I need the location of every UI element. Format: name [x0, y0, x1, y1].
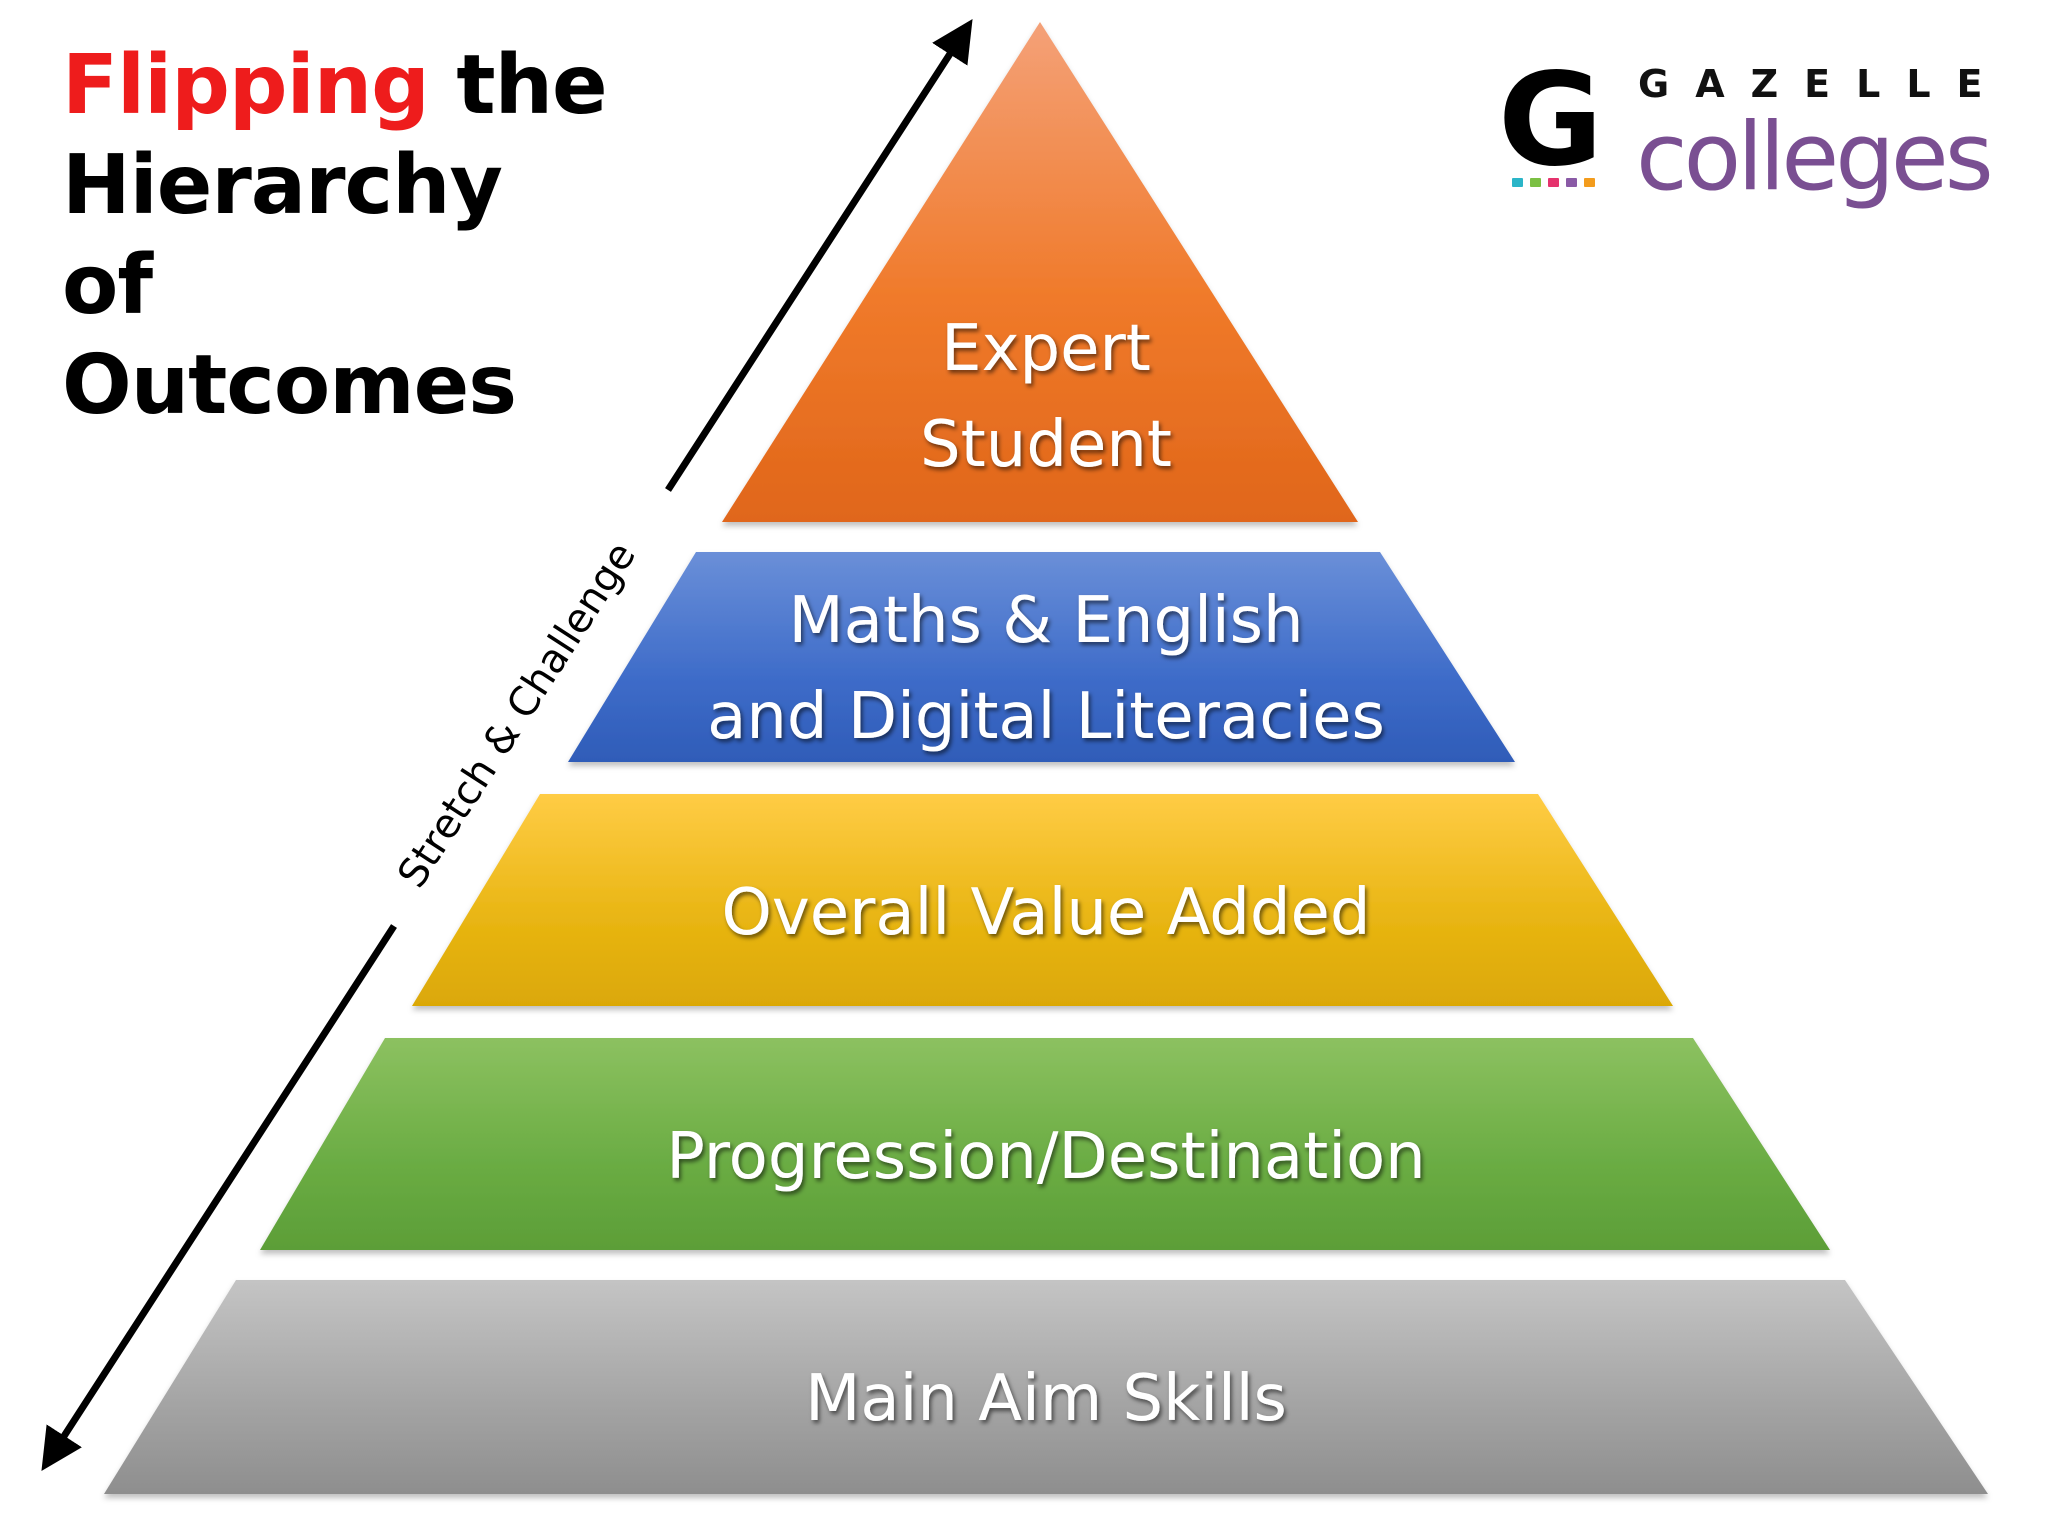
axis-arrow-upper [665, 18, 973, 492]
tier-value-added [412, 794, 1673, 1006]
logo-dot [1530, 178, 1541, 187]
logo-dot [1566, 178, 1577, 187]
tier-label-value-added: Overall Value Added [721, 876, 1370, 950]
tier-label-expert: Expert [941, 312, 1151, 386]
tier-main-aim [104, 1280, 1988, 1494]
tier-progression [260, 1038, 1830, 1250]
tier-maths-english [568, 552, 1515, 762]
logo-dots [1512, 178, 1595, 187]
logo-dot [1512, 178, 1523, 187]
title-word: the [456, 38, 607, 133]
title-line-4: Outcomes [62, 338, 517, 433]
slide-title: Flipping the Hierarchy of Outcomes [62, 36, 608, 436]
axis-arrow-lower [41, 924, 397, 1472]
logo-letter: G [1498, 46, 1604, 195]
tier-label-main-aim: Main Aim Skills [805, 1362, 1287, 1436]
logo-subtitle: colleges [1636, 103, 1994, 212]
title-line-2: Hierarchy [62, 138, 503, 233]
title-accent-word: Flipping [62, 38, 430, 133]
title-line-1: Flipping the [62, 36, 608, 136]
tier-label-digital-literacies: and Digital Literacies [707, 680, 1385, 754]
tier-label-maths-english: Maths & English [788, 584, 1303, 658]
logo-brand-name: GAZELLE [1638, 62, 2009, 106]
title-line-3: of [62, 238, 153, 333]
tier-expert-student [722, 22, 1358, 522]
logo-dot [1584, 178, 1595, 187]
tier-label-student: Student [920, 408, 1172, 482]
gazelle-colleges-logo: G GAZELLE colleges [1498, 46, 1994, 216]
tier-label-progression: Progression/Destination [666, 1120, 1425, 1194]
logo-dot [1548, 178, 1559, 187]
